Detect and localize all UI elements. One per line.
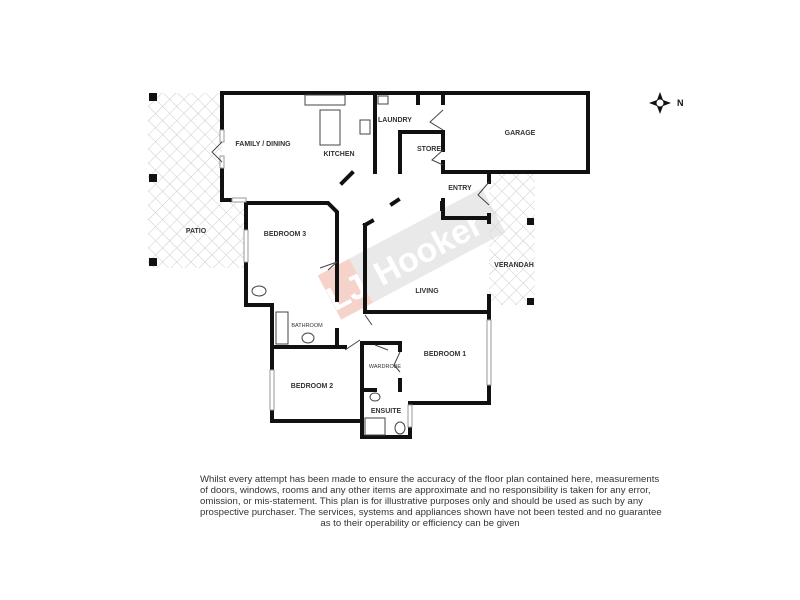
room-label-bedroom1: BEDROOM 1 bbox=[424, 351, 467, 358]
room-label-family-dining: FAMILY / DINING bbox=[235, 141, 291, 148]
verandah-area bbox=[489, 172, 535, 305]
room-label-patio: PATIO bbox=[186, 228, 207, 235]
patio-columns bbox=[149, 93, 534, 305]
room-label-garage: GARAGE bbox=[505, 130, 536, 137]
lj-hooker-watermark: LJ Hooker bbox=[317, 188, 506, 320]
room-label-bedroom2: BEDROOM 2 bbox=[291, 383, 334, 390]
disclaimer-line: of doors, windows, rooms and any other i… bbox=[200, 485, 651, 496]
room-label-laundry: LAUNDRY bbox=[378, 117, 412, 124]
room-label-kitchen: KITCHEN bbox=[323, 151, 354, 158]
disclaimer-line: Whilst every attempt has been made to en… bbox=[200, 474, 660, 485]
room-label-ensuite: ENSUITE bbox=[371, 408, 402, 415]
room-label-wardrobe: WARDROBE bbox=[369, 364, 402, 370]
compass-north-label: N bbox=[677, 98, 684, 108]
room-label-bathroom: BATHROOM bbox=[291, 323, 323, 329]
disclaimer-line: omission, or mis-statement. This plan is… bbox=[200, 496, 643, 507]
compass-icon: N bbox=[649, 92, 684, 114]
room-label-living: LIVING bbox=[415, 288, 439, 295]
doors-and-fixtures bbox=[211, 94, 490, 436]
disclaimer-line: as to their operability or efficiency ca… bbox=[320, 518, 520, 529]
walls bbox=[220, 91, 590, 439]
patio-area bbox=[148, 93, 246, 268]
disclaimer-text: Whilst every attempt has been made to en… bbox=[200, 474, 662, 529]
room-label-store: STORE bbox=[417, 146, 441, 153]
room-label-entry: ENTRY bbox=[448, 185, 472, 192]
disclaimer-line: prospective purchaser. The services, sys… bbox=[200, 507, 662, 518]
room-label-bedroom3: BEDROOM 3 bbox=[264, 231, 307, 238]
room-label-verandah: VERANDAH bbox=[494, 262, 534, 269]
